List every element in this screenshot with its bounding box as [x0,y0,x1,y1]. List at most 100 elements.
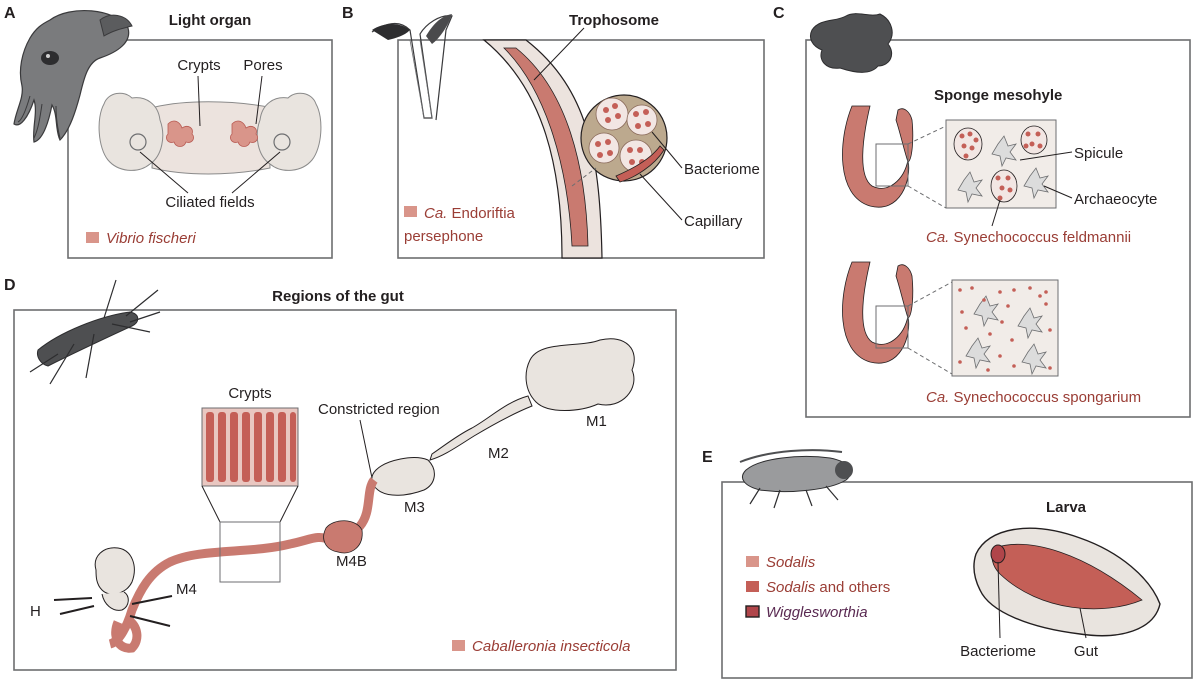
legend-wigglesworthia-text: Wigglesworthia [766,604,868,621]
panel-a-letter: A [4,5,16,22]
panel-e: E Larva Sodalis Sodalis and others Wiggl… [702,449,1193,679]
panel-a-title: Light organ [169,12,252,29]
panel-d-title: Regions of the gut [272,288,404,305]
malpighian-tubules [53,595,173,627]
panel-c-frame [805,39,1191,418]
archaeocyte-cell [1021,343,1047,376]
light-organ [98,92,322,175]
symbiont-cell [1020,125,1048,155]
zoom-connector [907,185,947,209]
bacteriome-label: Bacteriome [684,161,760,178]
gut-crypts-label: Crypts [228,385,271,402]
panel-a-legend: Vibrio fischeri [106,230,196,247]
panel-a: A Light organ Crypts Pores Ciliated fiel… [4,5,333,259]
legend-sodalis-others: Sodalis and others [766,579,890,596]
species-feldmannii-genus: Ca. [926,229,949,246]
bacteriome-lobe [595,97,629,131]
larva-bacteriome-label: Bacteriome [960,643,1036,660]
ciliated-leader-right [231,151,281,194]
panel-b-legend-swatch [404,206,417,217]
archaeocyte-cell [1023,167,1049,200]
panel-d-legend: Caballeronia insecticola [472,638,630,655]
capillary-vessel [615,145,665,183]
capillary-label: Capillary [684,213,743,230]
archaeocyte-cell [957,171,983,204]
species-feldmannii: Ca. Synechococcus feldmannii [926,229,1131,246]
h-label: H [30,603,41,620]
legend-swatch-wigglesworthia [745,605,760,618]
gut-loop [111,616,142,653]
gut-m3 [371,457,435,496]
legend-sodalis-text: Sodalis [766,554,816,571]
species-spongarium-name: Synechococcus spongarium [954,389,1142,406]
inset-connector [571,167,597,187]
crypts-label: Crypts [177,57,220,74]
bacteriome-leader [651,131,683,169]
tubeworm-illustration [371,14,453,121]
gut-hindgut-lower [101,591,129,611]
legend-swatch-sodalis-others [746,581,759,592]
species-spongarium: Ca. Synechococcus spongarium [926,389,1141,406]
squid-illustration [13,9,133,143]
archaeocyte-cell [973,295,999,328]
sponge-zoom-box-upper [875,143,909,187]
feldmannii-leader [991,199,1001,227]
larva-gut-label: Gut [1074,643,1099,660]
cyanobacteria-dots-upper [959,131,1043,201]
species-feldmannii-name: Synechococcus feldmannii [954,229,1132,246]
legend-wigglesworthia: Wigglesworthia [766,604,868,621]
bacteriome-lobe [588,132,620,164]
panel-d-legend-swatch [452,640,465,651]
legend-sodalis-others-text: Sodalis [766,579,816,596]
sponge-zoom-box-lower [875,305,909,349]
crypts-leader [197,75,201,127]
m4-label: M4 [176,581,197,598]
panel-d-letter: D [4,277,16,294]
zoom-connector [907,281,953,307]
zoom-connector [907,347,953,375]
gut-m4b [323,520,363,554]
legend-sodalis-others-suffix: and others [815,579,890,596]
crypt-tubules [206,412,296,482]
panel-d-frame [13,309,677,671]
bacteriome-cells [595,103,651,165]
panel-b-legend-species: Endoriftia [452,205,516,222]
panel-e-legend: Sodalis Sodalis and others Wigglesworthi… [745,554,890,621]
bean-bug-illustration [29,279,161,385]
mesohyle-inset-lower [951,279,1059,377]
panel-b-letter: B [342,5,354,22]
panel-a-legend-swatch [86,232,99,243]
species-spongarium-genus: Ca. [926,389,949,406]
spicule-leader [1019,151,1073,161]
m2-label: M2 [488,445,509,462]
gut-m4 [108,477,378,649]
larva-gut [991,543,1143,610]
panel-c-letter: C [773,5,785,22]
archaeocyte-cell [991,135,1017,168]
crypts-inset-connector [201,485,299,523]
archaeocyte-cell [965,337,991,370]
tsetse-fly-illustration [739,449,853,509]
panel-b-legend-line2: persephone [404,228,483,245]
ciliated-leader-left [139,151,189,194]
trophosome-core [503,47,589,247]
archaeocyte-label: Archaeocyte [1074,191,1157,208]
crypts-zoom-box [219,521,281,583]
pores-label: Pores [243,57,282,74]
sponge-arm-upper [895,108,914,163]
archaeocyte-cell [1017,307,1043,340]
m1-label: M1 [586,413,607,430]
panel-c-title: Sponge mesohyle [934,87,1062,104]
zoom-connector [907,125,947,145]
panel-e-frame [721,481,1193,679]
cyanobacteria-dots-lower [958,286,1052,372]
panel-d: D Regions of the gut Crypts Constricted … [4,277,677,671]
ciliated-fields-label: Ciliated fields [165,194,254,211]
spicule-label: Spicule [1074,145,1123,162]
larva-bacteriome-leader [997,561,1001,639]
panel-a-frame [67,39,333,259]
panel-e-title: Larva [1046,499,1087,516]
larva-bacteriome [990,544,1006,564]
pores-leader [255,75,263,125]
